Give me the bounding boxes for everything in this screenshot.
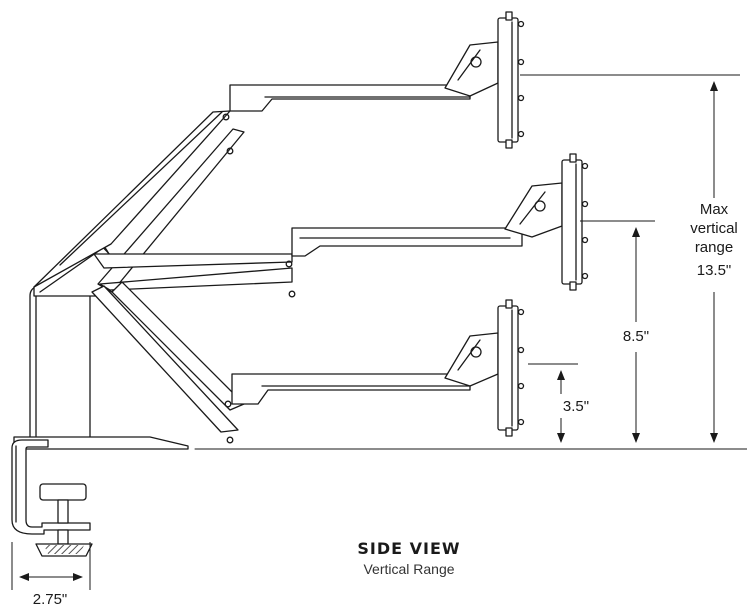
max-range-label-line1: Max	[699, 201, 729, 218]
mid-range-value: 8.5"	[622, 328, 650, 345]
diagram-subtitle: Vertical Range	[363, 561, 455, 577]
arm-middle-position	[93, 182, 563, 298]
mount-plate-middle	[561, 153, 589, 291]
dimension-max-range	[520, 74, 740, 443]
desk-clamp	[11, 439, 91, 535]
mount-plate-top	[497, 11, 525, 149]
max-range-value: 13.5"	[696, 262, 732, 279]
dimension-mid-range	[580, 220, 655, 443]
dimension-clamp-width	[11, 542, 91, 590]
diagram-title: SIDE VIEW	[357, 539, 461, 558]
clamp-knob	[35, 483, 93, 557]
clamp-width-value: 2.75"	[32, 591, 68, 608]
arm-bottom-position	[91, 281, 499, 444]
min-range-value: 3.5"	[562, 398, 590, 415]
mount-plate-bottom	[497, 299, 525, 437]
max-range-label-line3: range	[694, 239, 734, 256]
arm-top-position	[33, 41, 499, 293]
dimension-min-range	[528, 363, 578, 443]
base-column	[29, 285, 91, 439]
max-range-label-line2: vertical	[690, 220, 738, 237]
